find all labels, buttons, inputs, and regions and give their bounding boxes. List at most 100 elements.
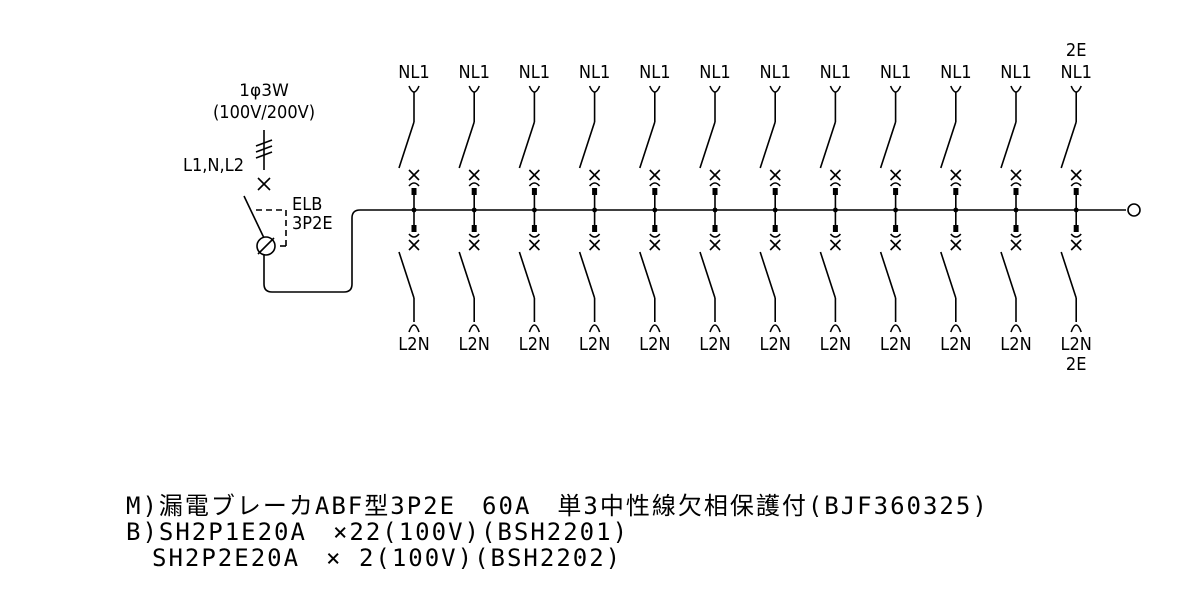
terminal-top bbox=[709, 85, 721, 93]
contact-bottom bbox=[832, 225, 838, 232]
terminal-top bbox=[408, 85, 420, 93]
branch-bottom-label: L2N bbox=[699, 334, 730, 355]
contact-bottom bbox=[1013, 225, 1019, 232]
terminal-top bbox=[950, 85, 962, 93]
contact-top bbox=[652, 188, 658, 195]
contact-bottom bbox=[471, 225, 477, 232]
switch-blade-bottom bbox=[518, 251, 536, 299]
terminal-top bbox=[769, 85, 781, 93]
switch-blade-bottom bbox=[819, 251, 837, 299]
contact-bottom bbox=[893, 225, 899, 232]
branch-bottom-label: L2N bbox=[1000, 334, 1031, 355]
branch-top-label: NL1 bbox=[759, 62, 790, 83]
contact-bottom bbox=[592, 225, 598, 232]
branch-bottom-label: L2N bbox=[579, 334, 610, 355]
terminal-top bbox=[1070, 85, 1082, 93]
contact-bottom bbox=[652, 225, 658, 232]
supply-type-label: 1φ3W bbox=[239, 81, 289, 101]
branch-bottom-label: L2N bbox=[1060, 334, 1091, 355]
switch-blade-bottom bbox=[699, 251, 716, 299]
switch-blade-bottom bbox=[578, 251, 596, 299]
main-breaker-symbol bbox=[243, 195, 1141, 293]
switch-blade-bottom bbox=[879, 251, 897, 299]
terminal-bottom bbox=[950, 324, 962, 333]
branch-bottom-label: L2N bbox=[519, 334, 550, 355]
switch-blade-bottom bbox=[759, 251, 776, 299]
bus-node bbox=[411, 207, 417, 213]
note-line-main-breaker: M)漏電ブレーカABF型3P2E 60A 単3中性線欠相保護付(BJF36032… bbox=[126, 492, 989, 520]
branch-circuits: NL1L2NNL1L2NNL1L2NNL1L2NNL1L2NNL1L2NNL1L… bbox=[398, 40, 1092, 375]
contact-bottom bbox=[953, 225, 959, 232]
switch-blade-top bbox=[518, 121, 536, 169]
branch-top-label: NL1 bbox=[579, 62, 610, 83]
bus-node bbox=[1013, 207, 1019, 213]
terminal-bottom bbox=[1010, 324, 1022, 333]
branch-top-label: NL1 bbox=[639, 62, 670, 83]
supply-voltage-label: (100V/200V) bbox=[213, 102, 315, 123]
terminal-top bbox=[468, 85, 480, 93]
contact-top bbox=[1013, 188, 1019, 195]
switch-blade-top bbox=[879, 121, 897, 169]
terminal-bottom bbox=[829, 324, 842, 333]
contact-top bbox=[953, 188, 959, 195]
contact-top bbox=[411, 188, 417, 195]
contact-bottom bbox=[411, 225, 417, 232]
contact-top bbox=[471, 188, 477, 195]
bus-node bbox=[893, 207, 898, 213]
switch-blade-bottom bbox=[398, 251, 415, 299]
single-line-diagram: 1φ3W (100V/200V) L1,N,L2 ELB 3P2E NL1L2N… bbox=[183, 40, 1141, 375]
switch-blade-top bbox=[759, 121, 776, 169]
branch-top-label: NL1 bbox=[940, 62, 971, 83]
branch-top-label: NL1 bbox=[880, 62, 911, 83]
switch-blade-bottom bbox=[639, 251, 656, 299]
bus-node bbox=[833, 207, 838, 213]
contact-top bbox=[893, 188, 899, 195]
note-line-branch-breaker-1: B)SH2P1E20A ×22(100V)(BSH2201) bbox=[126, 518, 630, 546]
terminal-bottom bbox=[1070, 324, 1082, 333]
branch-bottom-label: L2N bbox=[639, 334, 670, 355]
switch-blade-bottom bbox=[1060, 251, 1077, 299]
branch-bottom-label: L2N bbox=[398, 334, 429, 355]
branch-top-extra-label: 2E bbox=[1066, 40, 1087, 61]
branch-bottom-label: L2N bbox=[880, 334, 911, 355]
terminal-bottom bbox=[408, 324, 420, 333]
terminal-top bbox=[649, 85, 661, 93]
branch-top-label: NL1 bbox=[699, 62, 730, 83]
branch-bottom-label: L2N bbox=[820, 334, 851, 355]
contact-top bbox=[592, 188, 598, 195]
terminal-bottom bbox=[528, 324, 541, 333]
bus-node bbox=[652, 207, 658, 213]
contact-top bbox=[531, 188, 537, 195]
bus-node bbox=[712, 207, 718, 213]
contact-top bbox=[1073, 188, 1079, 195]
bus-node bbox=[532, 207, 537, 213]
contact-bottom bbox=[712, 225, 718, 232]
branch-top-label: NL1 bbox=[820, 62, 851, 83]
terminal-bottom bbox=[649, 324, 661, 333]
terminal-bottom bbox=[769, 324, 781, 333]
contact-bottom bbox=[1073, 225, 1079, 232]
switch-blade-top bbox=[398, 121, 415, 169]
bus-node bbox=[953, 207, 959, 213]
terminal-bottom bbox=[709, 324, 721, 333]
terminal-top bbox=[829, 85, 842, 93]
branch-top-label: NL1 bbox=[398, 62, 429, 83]
switch-blade-bottom bbox=[458, 251, 475, 299]
branch-bottom-extra-label: 2E bbox=[1066, 354, 1087, 375]
switch-blade-top bbox=[1000, 121, 1017, 169]
contact-top bbox=[712, 188, 718, 195]
contact-top bbox=[772, 188, 778, 195]
switch-blade-top bbox=[940, 121, 957, 169]
branch-top-label: NL1 bbox=[458, 62, 489, 83]
terminal-top bbox=[528, 85, 541, 93]
branch-bottom-label: L2N bbox=[940, 334, 971, 355]
